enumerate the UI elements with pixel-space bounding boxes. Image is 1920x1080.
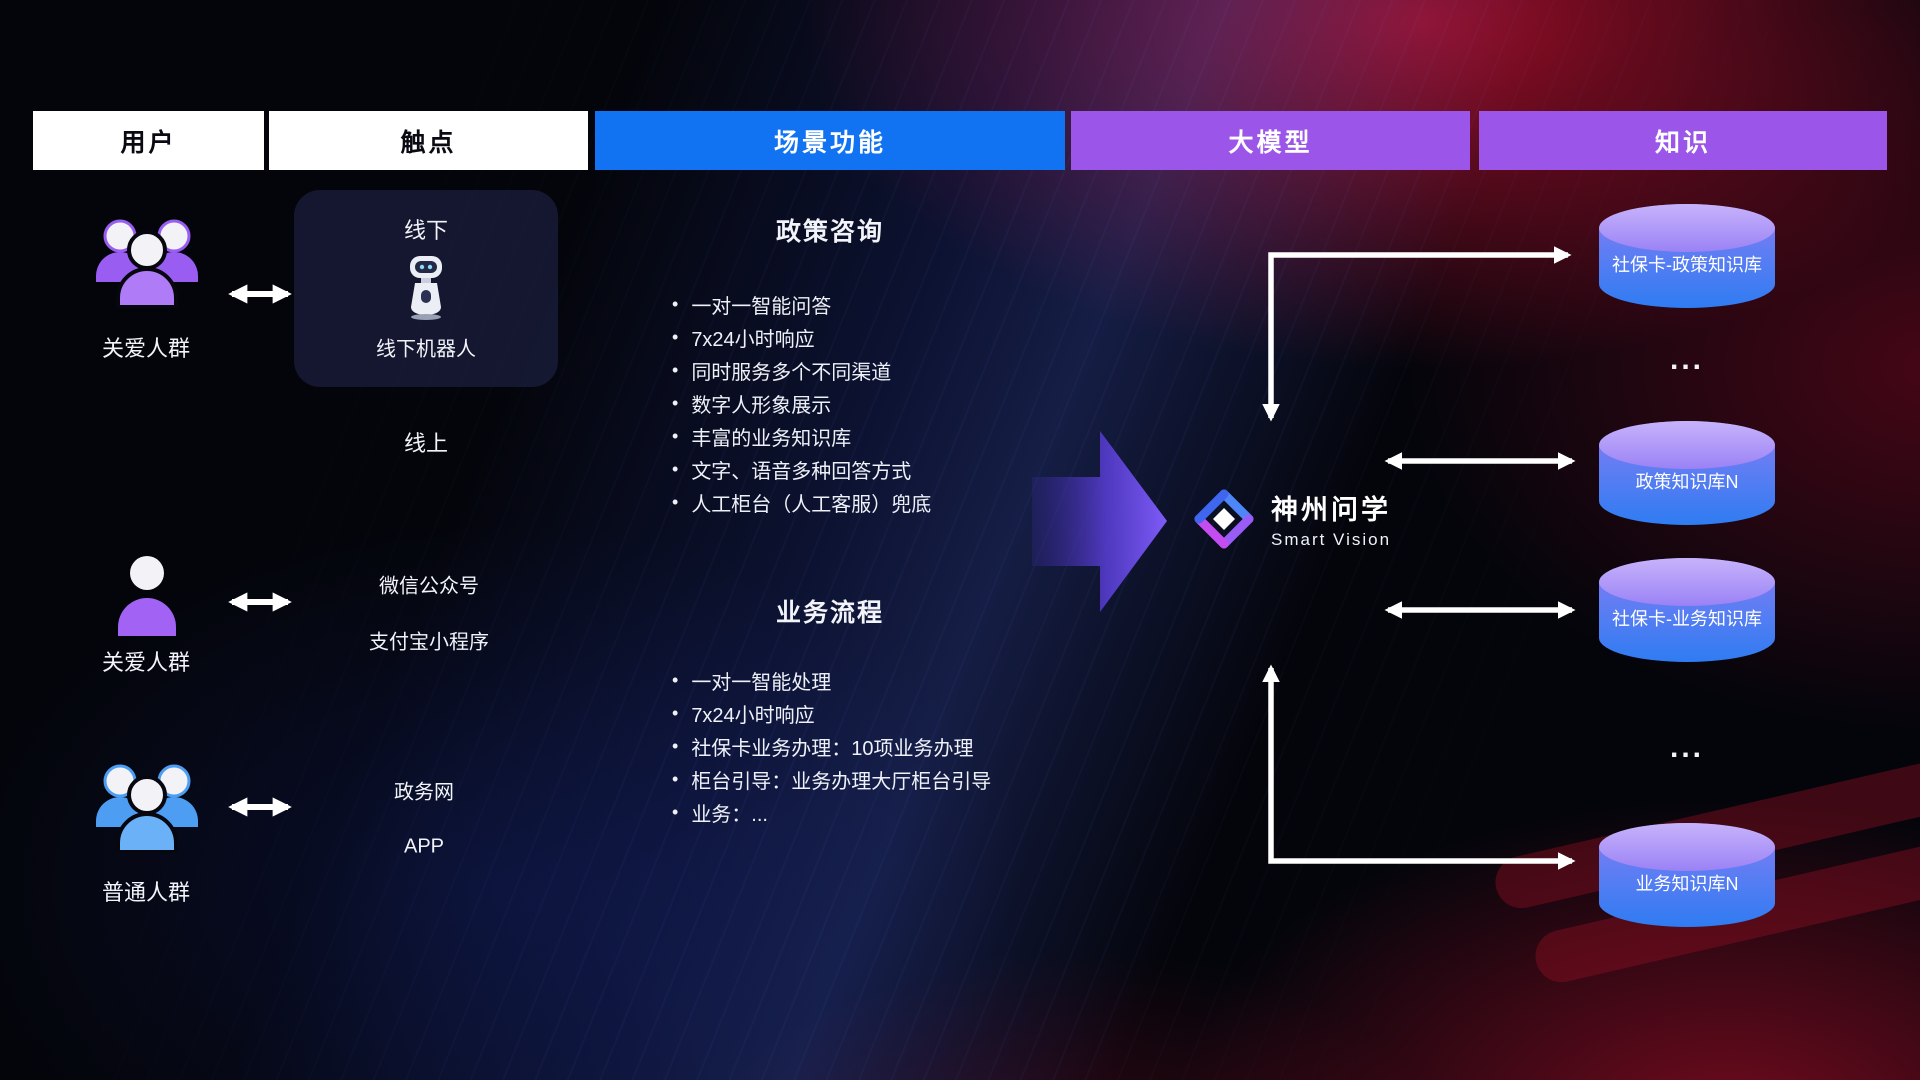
brand-diamond-icon: [1194, 489, 1254, 549]
online-label: 线上: [403, 431, 449, 456]
knowledge-base-cylinder-policy-n: 政策知识库N: [1599, 421, 1775, 525]
brand-name: 神州问学: [1271, 495, 1391, 525]
policy-item: 丰富的业务知识库: [672, 420, 1112, 453]
users-group-care-label: 关爱人群: [101, 336, 191, 361]
process-item: 柜台引导：业务办理大厅柜台引导: [672, 763, 1112, 796]
users-group-general-label: 普通人群: [101, 880, 191, 905]
column-header-scenarios: 场景功能: [595, 111, 1065, 170]
knowledge-base-label: 社保卡-业务知识库: [1612, 608, 1762, 629]
channel-alipay-label: 支付宝小程序: [369, 631, 489, 654]
ellipsis-more: ...: [1669, 343, 1705, 376]
process-item: 社保卡业务办理：10项业务办理: [672, 730, 1112, 763]
brand-logo: 神州问学 Smart Vision: [1192, 487, 1391, 551]
connector-model-to-kb1: [1262, 246, 1572, 422]
channel-app-label: APP: [403, 835, 445, 858]
channel-govnet-label: 政务网: [394, 781, 454, 804]
process-item: 7x24小时响应: [672, 697, 1112, 730]
policy-feature-list: 一对一智能问答 7x24小时响应 同时服务多个不同渠道 数字人形象展示 丰富的业…: [672, 288, 1112, 519]
process-item: 一对一智能处理: [672, 664, 1112, 697]
column-header-touchpoints: 触点: [269, 111, 588, 170]
column-header-users: 用户: [33, 111, 264, 170]
offline-robot-label: 线下机器人: [376, 338, 476, 361]
column-header-model: 大模型: [1071, 111, 1470, 170]
process-section-title: 业务流程: [775, 599, 885, 627]
column-header-knowledge: 知识: [1479, 111, 1887, 170]
policy-section-title: 政策咨询: [775, 218, 885, 246]
policy-item: 文字、语音多种回答方式: [672, 453, 1112, 486]
channel-wechat-label: 微信公众号: [379, 575, 479, 598]
offline-label: 线下: [403, 218, 449, 243]
flow-arrow: [1032, 431, 1167, 612]
policy-item: 同时服务多个不同渠道: [672, 354, 1112, 387]
users-group-care-icon: [84, 212, 210, 313]
robot-icon: [402, 252, 450, 325]
connector-model-to-kb4: [1262, 664, 1576, 870]
policy-item: 人工柜台（人工客服）兜底: [672, 486, 1112, 519]
knowledge-base-cylinder-business-n: 业务知识库N: [1599, 823, 1775, 927]
users-group-general-icon: [84, 757, 210, 858]
user-care-label: 关爱人群: [101, 650, 191, 675]
knowledge-base-label: 政策知识库N: [1635, 471, 1739, 492]
knowledge-base-label: 业务知识库N: [1635, 873, 1739, 894]
ellipsis-more: ...: [1669, 731, 1705, 764]
process-item: 业务：...: [672, 796, 1112, 829]
policy-item: 7x24小时响应: [672, 321, 1112, 354]
policy-item: 数字人形象展示: [672, 387, 1112, 420]
process-feature-list: 一对一智能处理 7x24小时响应 社保卡业务办理：10项业务办理 柜台引导：业务…: [672, 664, 1112, 829]
user-care-icon: [111, 553, 183, 642]
brand-text: 神州问学 Smart Vision: [1271, 488, 1391, 550]
knowledge-base-cylinder-business-ssc: 社保卡-业务知识库: [1599, 558, 1775, 662]
knowledge-base-cylinder-policy-ssc: 社保卡-政策知识库: [1599, 204, 1775, 308]
knowledge-base-label: 社保卡-政策知识库: [1612, 254, 1762, 275]
brand-subtitle: Smart Vision: [1271, 530, 1392, 549]
policy-item: 一对一智能问答: [672, 288, 1112, 321]
